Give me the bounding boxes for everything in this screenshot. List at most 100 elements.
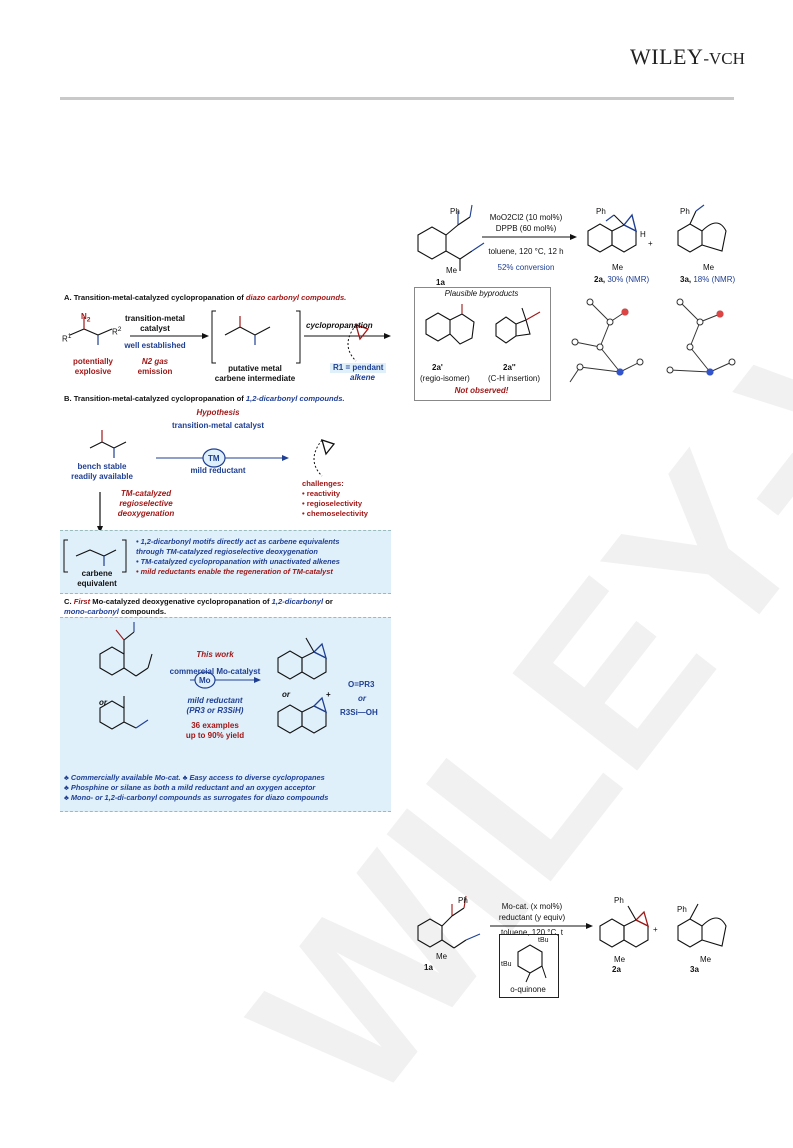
challenge-item: • chemoselectivity bbox=[302, 509, 368, 518]
hazard-2: explosive bbox=[74, 367, 112, 376]
panel-c-reductant-1: mild reductant bbox=[187, 696, 243, 705]
n2-label: N2 bbox=[81, 312, 91, 324]
bullet-item: • TM-catalyzed cyclopropanation with una… bbox=[136, 557, 340, 566]
bottom-sm-me: Me bbox=[436, 952, 448, 961]
panel-c-opr3: O=PR3 bbox=[348, 680, 375, 689]
bp1-desc: (regio-isomer) bbox=[420, 374, 470, 383]
bench-stable: bench stable bbox=[77, 462, 127, 471]
r1-note-2: alkene bbox=[350, 373, 375, 382]
bullet-item: • 1,2-dicarbonyl motifs directly act as … bbox=[136, 537, 340, 546]
byproduct-structures bbox=[425, 304, 541, 345]
p3-ph: Ph bbox=[680, 207, 690, 216]
deox-3: deoxygenation bbox=[117, 509, 175, 518]
bottom-plus: + bbox=[653, 925, 658, 934]
bullet-item: through TM-catalyzed regioselective deox… bbox=[136, 547, 318, 556]
hypothesis-label: Hypothesis bbox=[196, 408, 240, 417]
panel-c-plus: + bbox=[326, 690, 331, 699]
challenges-list: challenges: • reactivity • regioselectiv… bbox=[302, 479, 368, 519]
top-scheme-structures bbox=[417, 204, 727, 271]
panel-c-bullets: ♣ Commercially available Mo-cat. ♣ Easy … bbox=[64, 773, 328, 803]
header-rule bbox=[60, 97, 734, 100]
p3-label-row: 3a, 18% (NMR) bbox=[680, 275, 736, 284]
bottom-p3-label: 3a bbox=[690, 965, 699, 974]
r1-note-1: R1 = pendant bbox=[330, 363, 387, 373]
bottom-cond-1: Mo-cat. (x mol%) bbox=[501, 902, 563, 911]
panel-c-yield: up to 90% yield bbox=[185, 731, 245, 740]
byproducts-box bbox=[414, 287, 551, 401]
bottom-scheme bbox=[417, 895, 727, 949]
panel-a-catalyst-1: transition-metal bbox=[124, 314, 185, 323]
bullet-item: ♣ Mono- or 1,2-di-carbonyl compounds as … bbox=[64, 793, 329, 802]
quinone-label: o-quinone bbox=[510, 985, 546, 994]
p2-ph: Ph bbox=[596, 207, 606, 216]
cyclopropanation-label: cyclopropanation bbox=[306, 321, 373, 330]
deox-1: TM-catalyzed bbox=[120, 489, 172, 498]
panel-b-bullets: • 1,2-dicarbonyl motifs directly act as … bbox=[136, 537, 436, 577]
carbene-2: equivalent bbox=[77, 579, 117, 588]
panel-a-scheme bbox=[69, 310, 391, 364]
challenge-item: • reactivity bbox=[302, 489, 341, 498]
carbene-1: carbene bbox=[81, 569, 113, 578]
bottom-p3-me: Me bbox=[700, 955, 712, 964]
panel-c-catalyst: commercial Mo-catalyst bbox=[169, 667, 261, 676]
top-plus: + bbox=[648, 239, 653, 248]
deox-2: regioselective bbox=[119, 499, 173, 508]
r2-a: R2 bbox=[112, 326, 122, 337]
bullet-item: ♣ Commercially available Mo-cat. ♣ Easy … bbox=[64, 773, 325, 782]
r1-a: R1 bbox=[62, 333, 72, 344]
intermediate-1: putative metal bbox=[228, 364, 282, 373]
panel-b-reductant: mild reductant bbox=[190, 466, 246, 475]
bullet-item: ♣ Phosphine or silane as both a mild red… bbox=[64, 783, 316, 792]
bottom-cond-2: reductant (y equiv) bbox=[498, 913, 566, 922]
bottom-p2-me: Me bbox=[614, 955, 626, 964]
tm-badge: TM bbox=[208, 454, 220, 463]
panel-c-box bbox=[60, 617, 391, 812]
publisher-logo: WILEY-VCH bbox=[630, 44, 745, 69]
panel-c-or-right: or bbox=[282, 690, 290, 699]
n2-emission-2: emission bbox=[137, 367, 173, 376]
panel-a-well-established: well established bbox=[124, 341, 186, 350]
panel-b-catalyst: transition-metal catalyst bbox=[171, 421, 265, 430]
p2-h: H bbox=[640, 230, 646, 239]
p3-me: Me bbox=[703, 263, 715, 272]
bottom-p3-ph: Ph bbox=[677, 905, 687, 914]
challenges-title: challenges: bbox=[302, 479, 344, 488]
readily-available: readily available bbox=[71, 472, 133, 481]
panel-c-scheme bbox=[99, 622, 328, 734]
panel-a-catalyst-2: catalyst bbox=[140, 324, 170, 333]
challenge-item: • regioselectivity bbox=[302, 499, 363, 508]
crystal-structures-image bbox=[569, 298, 736, 383]
quinone-tbu-2: tBu bbox=[501, 961, 512, 968]
bottom-sm-label: 1a bbox=[424, 963, 433, 972]
bottom-sm-ph: Ph bbox=[458, 896, 468, 905]
top-conversion: 52% conversion bbox=[497, 263, 555, 272]
this-work: This work bbox=[196, 650, 234, 659]
bottom-cond-3: toluene, 120 °C, t bbox=[501, 928, 563, 937]
top-conditions-2: DPPB (60 mol%) bbox=[495, 224, 557, 233]
sm-label: 1a bbox=[436, 278, 445, 287]
hazard-1: potentially bbox=[72, 357, 113, 366]
bottom-p2-ph: Ph bbox=[614, 896, 624, 905]
quinone-tbu-1: tBu bbox=[538, 937, 549, 944]
panel-c-heading-1: C. First Mo-catalyzed deoxygenative cycl… bbox=[64, 597, 333, 606]
sm-me: Me bbox=[446, 266, 458, 275]
not-observed: Not observed! bbox=[454, 386, 509, 395]
panel-b-heading: B. Transition-metal-catalyzed cyclopropa… bbox=[64, 394, 345, 403]
panel-c-heading-2: mono-carbonyl compounds. bbox=[64, 607, 167, 616]
intermediate-2: carbene intermediate bbox=[214, 374, 296, 383]
carbene-structure bbox=[63, 539, 127, 573]
panel-c-examples: 36 examples bbox=[191, 721, 239, 730]
p2-me: Me bbox=[612, 263, 624, 272]
o-quinone-box bbox=[499, 934, 559, 998]
top-conditions-3: toluene, 120 °C, 12 h bbox=[488, 247, 564, 256]
panel-c-silanol: R3Si—OH bbox=[340, 708, 378, 717]
panel-c-or-left: or bbox=[99, 698, 107, 707]
top-conditions-1: MoO2Cl2 (10 mol%) bbox=[489, 213, 563, 222]
panel-b-summary-box bbox=[60, 530, 391, 594]
bottom-p2-label: 2a bbox=[612, 965, 621, 974]
bp2-desc: (C-H insertion) bbox=[488, 374, 541, 383]
byproducts-title: Plausible byproducts bbox=[444, 289, 519, 298]
bullet-item: • mild reductants enable the regeneratio… bbox=[136, 567, 333, 576]
n2-emission-1: N2 gas bbox=[141, 357, 169, 366]
panel-c-reductant-2: (PR3 or R3SiH) bbox=[186, 706, 244, 715]
